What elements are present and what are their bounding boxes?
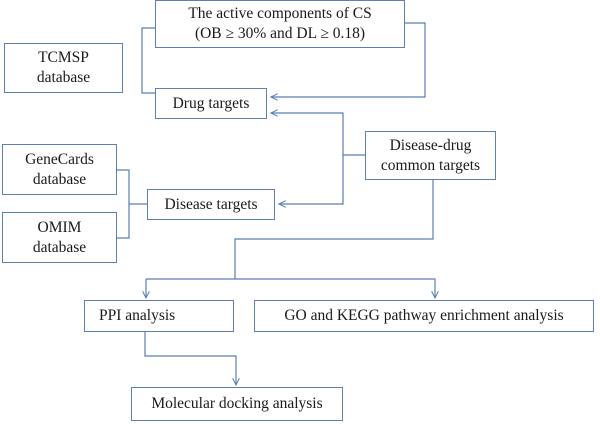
node-genecards-line1: GeneCards: [25, 150, 94, 168]
node-docking-label: Molecular docking analysis: [151, 395, 323, 412]
node-tcmsp: TCMSP database: [4, 43, 123, 93]
edge-to-go-kegg: [146, 278, 435, 298]
node-ppi-label: PPI analysis: [99, 307, 176, 324]
edge-common-to-drug-targets: [271, 113, 365, 156]
node-go-kegg-analysis: GO and KEGG pathway enrichment analysis: [254, 300, 594, 332]
node-disease-drug-common-targets: Disease-drug common targets: [365, 131, 496, 180]
node-disease-targets-label: Disease targets: [164, 195, 258, 213]
node-active-components-line1: The active components of CS: [188, 5, 372, 22]
node-genecards-line2: database: [32, 170, 87, 188]
node-active-components-line2: (OB ≥ 30% and DL ≥ 0.18): [194, 25, 366, 42]
node-common-line2: common targets: [380, 156, 481, 174]
bracket-databases: [117, 169, 147, 239]
node-omim-line2: database: [32, 238, 87, 256]
edge-common-to-analyses: [234, 180, 434, 279]
node-drug-targets: Drug targets: [155, 88, 267, 119]
node-common-line1: Disease-drug: [389, 136, 472, 154]
node-omim-line1: OMIM: [37, 218, 82, 236]
node-go-kegg-label: GO and KEGG pathway enrichment analysis: [284, 307, 564, 324]
node-active-components: The active components of CS (OB ≥ 30% an…: [155, 0, 405, 48]
edge-common-to-disease-targets: [279, 155, 344, 204]
node-tcmsp-line1: TCMSP: [38, 49, 89, 66]
node-molecular-docking: Molecular docking analysis: [131, 387, 343, 421]
node-omim: OMIM database: [2, 212, 117, 263]
node-drug-targets-label: Drug targets: [172, 94, 250, 112]
node-genecards: GeneCards database: [2, 144, 117, 195]
node-ppi-analysis: PPI analysis: [84, 300, 234, 332]
edge-components-to-drug-targets: [271, 22, 426, 97]
node-tcmsp-line2: database: [36, 69, 91, 86]
node-disease-targets: Disease targets: [147, 189, 275, 220]
bracket-tcmsp: [141, 27, 155, 94]
edge-ppi-to-docking: [144, 332, 236, 385]
